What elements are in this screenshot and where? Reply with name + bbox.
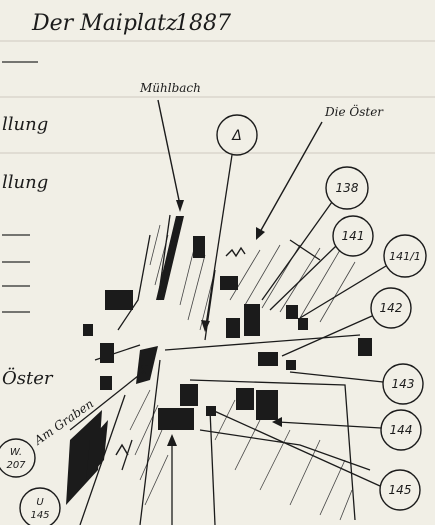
- building: [193, 236, 205, 258]
- triangle-icon: Δ: [231, 128, 242, 144]
- label-die-oster: Die Öster: [324, 103, 384, 119]
- building: [206, 406, 216, 416]
- building: [100, 376, 112, 390]
- ruled-lines: [0, 40, 435, 154]
- marker-w207-bottom: 207: [6, 460, 26, 471]
- building: [86, 420, 108, 480]
- marker-141-label: 141: [342, 229, 365, 243]
- marker-u145-top: U: [36, 497, 44, 508]
- margin-fragment-2: llung: [2, 172, 48, 193]
- road-outlines: [79, 214, 371, 525]
- building: [83, 324, 93, 336]
- marker-u145: U 145: [19, 487, 61, 525]
- building: [298, 318, 308, 330]
- building: [286, 360, 296, 370]
- die-oster-arrow: [256, 121, 323, 240]
- marker-142-label: 142: [380, 301, 403, 315]
- buildings: [66, 236, 372, 505]
- am-graben-arrow: [69, 365, 152, 431]
- margin-fragment-3: Öster: [2, 366, 54, 389]
- label-muehlbach: Mühlbach: [139, 81, 201, 95]
- building: [220, 276, 238, 290]
- building: [136, 346, 158, 384]
- margin-dashes: [2, 61, 38, 313]
- marker-w207-top: W.: [10, 447, 22, 458]
- marker-u145-bottom: 145: [30, 510, 49, 521]
- marker-144: 144: [272, 409, 422, 451]
- marker-143: 143: [289, 363, 424, 405]
- marker-138-label: 138: [336, 181, 359, 195]
- marker-141-1: 141/1: [299, 234, 427, 319]
- marker-143-label: 143: [392, 377, 415, 391]
- marker-145-label: 145: [389, 483, 412, 497]
- muehlbach-stream: [156, 216, 184, 300]
- vegetation-marks: [115, 246, 246, 456]
- building: [244, 304, 260, 336]
- marker-138: 138: [261, 166, 369, 301]
- marker-144-label: 144: [390, 423, 413, 437]
- building: [226, 318, 240, 338]
- lower-arrows: [121, 434, 177, 525]
- building: [258, 352, 278, 366]
- marker-141: 141: [269, 215, 374, 311]
- building: [100, 343, 114, 363]
- building: [256, 390, 278, 420]
- map-year: 1887: [175, 11, 231, 36]
- marker-145: 145: [211, 409, 421, 511]
- muehlbach-arrow: [157, 99, 184, 212]
- marker-w207: W. 207: [0, 438, 36, 478]
- building: [66, 410, 102, 505]
- building: [158, 408, 194, 430]
- building: [358, 338, 372, 356]
- marker-142: 142: [281, 287, 412, 357]
- marker-141-1-label: 141/1: [389, 250, 421, 263]
- marker-triangle: Δ: [201, 114, 258, 332]
- margin-fragment-1: llung: [2, 114, 48, 135]
- building: [180, 384, 198, 406]
- map-title: Der Maiplatz: [31, 11, 178, 36]
- building: [105, 290, 133, 310]
- building: [286, 305, 298, 319]
- building: [236, 388, 254, 410]
